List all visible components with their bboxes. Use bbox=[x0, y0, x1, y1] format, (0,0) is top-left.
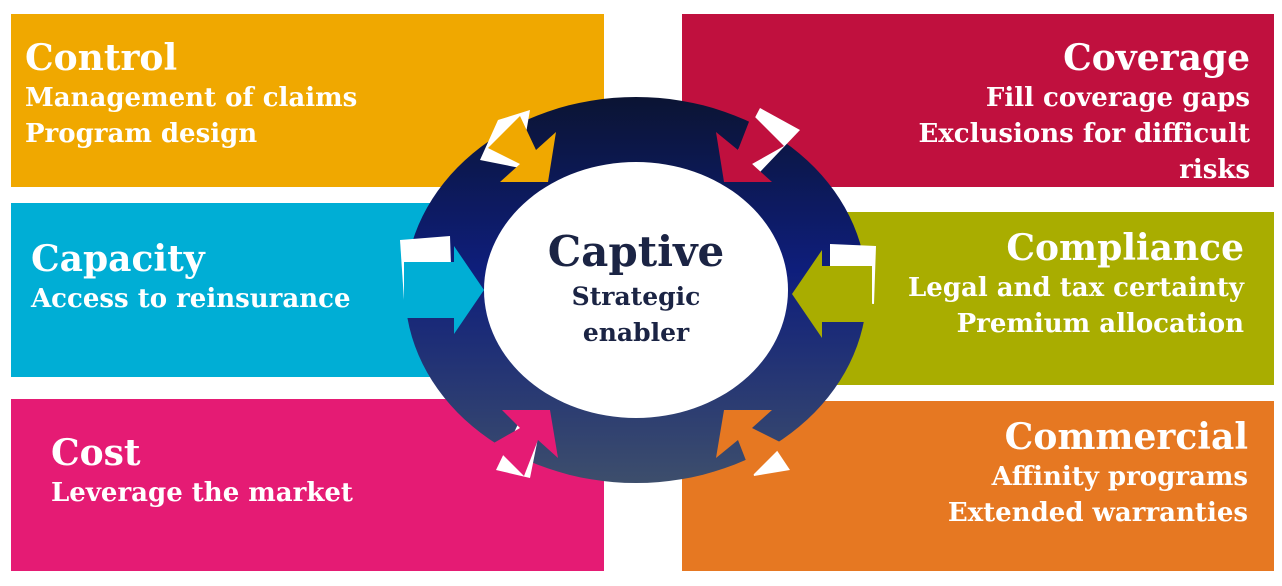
arrow-coverage-icon bbox=[716, 114, 784, 182]
commercial-line-2: Extended warranties bbox=[947, 498, 1248, 528]
arrow-commercial-icon bbox=[716, 410, 784, 476]
control-line-2: Program design bbox=[25, 119, 258, 149]
commercial-title: Commercial bbox=[1004, 416, 1248, 458]
cost-line-1: Leverage the market bbox=[51, 478, 353, 508]
arrow-capacity-icon bbox=[404, 246, 484, 334]
center-subtitle: Strategic enabler bbox=[571, 282, 701, 347]
arrow-control-icon bbox=[488, 116, 556, 182]
capacity-line-1: Access to reinsurance bbox=[31, 284, 351, 314]
coverage-title: Coverage bbox=[1063, 37, 1250, 79]
arrow-cost-icon bbox=[492, 410, 558, 476]
control-line-1: Management of claims bbox=[25, 83, 358, 113]
capacity-title: Capacity bbox=[31, 238, 205, 280]
captive-center-label: Captive Strategic enabler bbox=[486, 225, 786, 351]
control-box: Control Management of claims Program des… bbox=[11, 14, 604, 187]
center-title: Captive bbox=[547, 227, 725, 276]
compliance-title: Compliance bbox=[1006, 227, 1244, 269]
cost-title: Cost bbox=[51, 432, 141, 474]
compliance-line-2: Premium allocation bbox=[956, 309, 1244, 339]
control-title: Control bbox=[25, 37, 178, 79]
commercial-line-1: Affinity programs bbox=[991, 462, 1248, 492]
arrow-compliance-icon bbox=[792, 250, 872, 338]
coverage-line-1: Fill coverage gaps bbox=[985, 83, 1250, 113]
inner-ellipse bbox=[484, 162, 788, 418]
coverage-line-2: Exclusions for difficult risks bbox=[918, 119, 1250, 185]
compliance-line-1: Legal and tax certainty bbox=[908, 273, 1244, 303]
